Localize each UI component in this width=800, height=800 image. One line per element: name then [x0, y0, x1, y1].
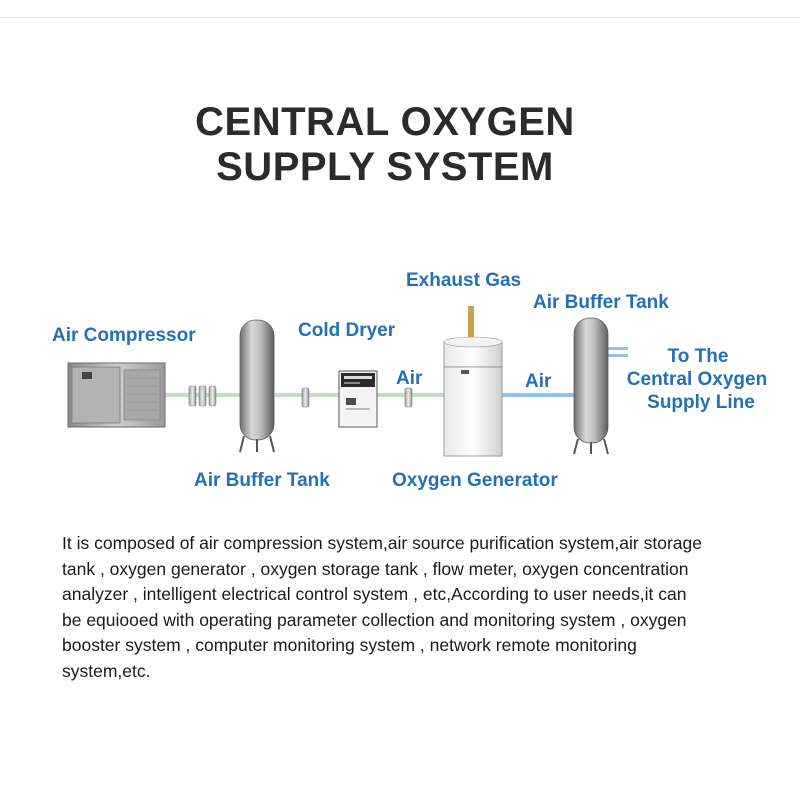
air-compressor-label: Air Compressor — [52, 325, 196, 346]
exhaust-pipe — [468, 306, 474, 344]
title-line-2: SUPPLY SYSTEM — [216, 145, 554, 189]
system-diagram: Air Compressor Air Buffer Tank Cold Drye… — [52, 270, 767, 491]
air-buffer-tank-1 — [239, 319, 275, 453]
line-filters-1 — [188, 385, 217, 407]
description-paragraph: It is composed of air compression system… — [62, 533, 702, 681]
air-label-2: Air — [525, 371, 552, 392]
supply-line-label-2: Central Oxygen — [627, 369, 767, 390]
top-divider — [0, 17, 800, 18]
air-buffer-tank-2-label: Air Buffer Tank — [533, 292, 669, 313]
air-buffer-tank-1-label: Air Buffer Tank — [194, 470, 330, 491]
oxygen-generator-unit — [443, 336, 503, 457]
cold-dryer-label: Cold Dryer — [298, 320, 396, 341]
supply-line-label-3: Supply Line — [647, 392, 755, 413]
air-buffer-tank-2 — [573, 317, 609, 455]
line-filter-2 — [301, 387, 310, 408]
supply-line-label-1: To The — [668, 346, 729, 367]
air-compressor-unit — [67, 362, 166, 428]
oxygen-pipe-blue — [500, 347, 628, 397]
page-title: CENTRAL OXYGEN SUPPLY SYSTEM — [0, 100, 770, 190]
exhaust-gas-label: Exhaust Gas — [406, 270, 521, 291]
title-line-1: CENTRAL OXYGEN — [195, 100, 575, 144]
oxygen-generator-label: Oxygen Generator — [392, 470, 558, 491]
line-filter-3 — [404, 387, 413, 408]
cold-dryer-unit — [338, 370, 378, 428]
air-label-1: Air — [396, 368, 423, 389]
